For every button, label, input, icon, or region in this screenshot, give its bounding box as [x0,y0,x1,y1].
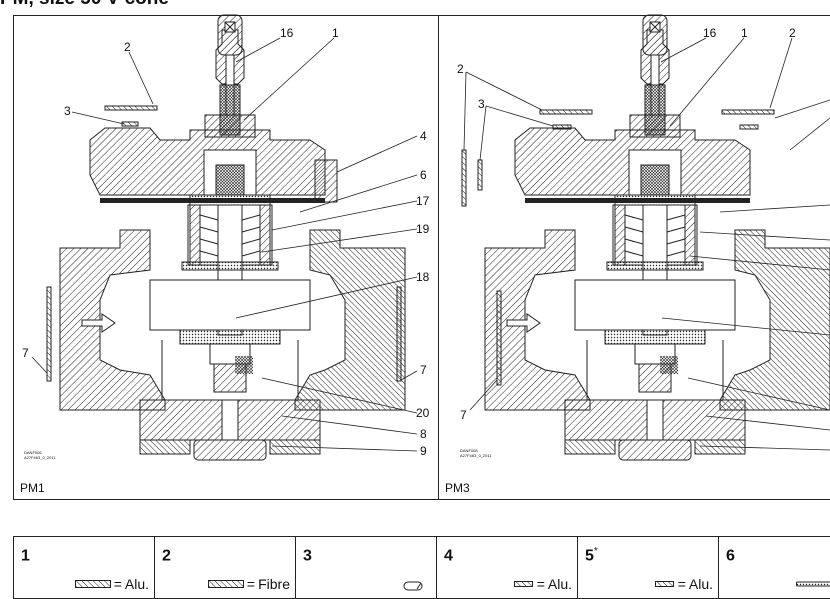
pm1-callout-1: 1 [332,26,339,40]
pm3-callout-1: 1 [741,26,748,40]
legend-number: 6 [726,547,735,565]
pm1-valve-section [31,14,418,461]
legend-material: Alu. [124,576,149,592]
gasket-strip-icon [795,581,830,587]
hatched-gasket-icon [74,580,111,588]
panel-divider [438,15,439,500]
pm1-callout-18: 18 [416,270,430,284]
pm1-callout-8: 8 [420,427,427,441]
small-washer-icon [654,581,674,587]
page-title: PM, size 50 V-cone [0,0,169,10]
drawing-frame [13,15,830,500]
legend-number: 4 [444,547,453,565]
pm3-panel-label: PM3 [445,481,470,495]
legend-cell-2: 2 =Fibre [155,537,296,598]
legend-cell-3: 3 [296,537,437,598]
legend-material: Alu. [547,576,572,592]
legend-number: 1 [21,547,30,565]
legend-number: 5 [585,547,594,565]
pm1-callout-3: 3 [64,104,71,118]
pm1-callout-7-left: 7 [22,346,29,360]
legend-number: 3 [303,547,312,565]
pm1-callout-7-right: 7 [420,363,427,377]
pm1-callout-20: 20 [416,406,430,420]
pm1-callout-6: 6 [420,168,427,182]
pm3-callout-3: 3 [478,97,485,111]
legend-cell-5: 5* =Alu. [578,537,719,598]
hatched-gasket-icon [207,580,244,588]
pm1-callout-4: 4 [420,129,427,143]
small-washer-icon [513,581,533,587]
pm1-callout-2: 2 [124,40,131,54]
pm1-callout-16: 16 [280,26,294,40]
legend-cell-4: 4 =Alu. [437,537,578,598]
legend-cell-6: 6 = [719,537,830,598]
pm3-callout-7: 7 [460,408,467,422]
pm1-callout-17: 17 [416,194,430,208]
pm3-callout-16: 16 [703,26,717,40]
pm1-callout-19: 19 [416,222,430,236]
o-ring-icon [403,581,423,591]
pm1-callout-9: 9 [420,444,427,458]
material-legend: 1 =Alu. 2 =Fibre 3 4 =Alu. 5* =Alu. [13,536,830,599]
legend-cell-1: 1 =Alu. [14,537,155,598]
legend-number: 2 [162,547,171,565]
pm3-callout-2-left: 2 [457,62,464,76]
legend-material: Alu. [688,576,713,592]
pm1-panel-label: PM1 [20,481,45,495]
pm3-valve-section [461,14,830,461]
pm3-callout-2-top: 2 [789,26,796,40]
legend-material: Fibre [258,576,290,592]
